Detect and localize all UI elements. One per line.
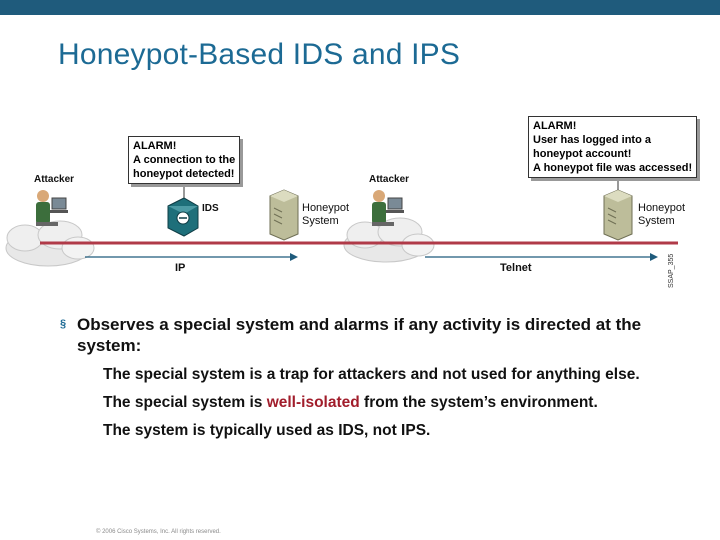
honeypot-label-line: Honeypot: [302, 202, 350, 214]
left-honeypot-server-icon: [269, 189, 299, 241]
ip-arrow: [85, 253, 298, 261]
ip-label: IP: [175, 262, 186, 274]
left-attacker-label: Attacker: [34, 174, 75, 185]
sub-bullet: The system is typically used as IDS, not…: [103, 422, 431, 439]
sub-bullet-text: from the system’s environment.: [359, 394, 598, 411]
sub-bullet: The special system is a trap for attacke…: [103, 366, 640, 383]
telnet-label: Telnet: [500, 262, 532, 274]
left-alarm-box: ALARM! A connection to the honeypot dete…: [128, 136, 241, 184]
alarm-line: ALARM!: [133, 140, 177, 152]
top-bar: [0, 0, 720, 15]
diagram-graphics: [5, 179, 678, 267]
right-honeypot-label: Honeypot System: [638, 202, 685, 228]
ids-sensor-icon: [167, 197, 199, 237]
left-attacker-icon: [36, 190, 68, 226]
bullet-main: § Observes a special system and alarms i…: [60, 314, 660, 356]
left-honeypot-label: Honeypot System: [302, 202, 349, 228]
honeypot-label-line: System: [302, 215, 339, 227]
sub-bullet-text: The special system is: [103, 394, 267, 411]
alarm-line: ALARM!: [533, 120, 577, 132]
right-attacker-icon: [372, 190, 404, 226]
bullet-square-icon: §: [60, 318, 67, 330]
alarm-line: A connection to the: [133, 154, 236, 166]
sub-bullet: The special system is well-isolated from…: [103, 393, 660, 412]
figure-code: SSAP_355: [668, 253, 675, 288]
honeypot-label-line: System: [638, 215, 675, 227]
honeypot-label-line: Honeypot: [638, 202, 686, 214]
alarm-line: A honeypot file was accessed!: [533, 162, 693, 174]
ids-label: IDS: [202, 203, 219, 214]
alarm-line: honeypot account!: [533, 148, 632, 160]
telnet-arrow: [425, 253, 658, 261]
bullet-main-text: Observes a special system and alarms if …: [77, 315, 642, 355]
right-attacker-label: Attacker: [369, 174, 410, 185]
highlight-text: well-isolated: [266, 394, 360, 411]
page-title: Honeypot-Based IDS and IPS: [58, 38, 461, 71]
right-alarm-box: ALARM! User has logged into a honeypot a…: [528, 116, 698, 178]
alarm-line: User has logged into a: [533, 134, 651, 146]
alarm-line: honeypot detected!: [133, 168, 235, 180]
copyright-footer: © 2006 Cisco Systems, Inc. All rights re…: [96, 529, 221, 535]
right-honeypot-server-icon: [603, 189, 633, 241]
bullet-list: § Observes a special system and alarms i…: [60, 314, 660, 440]
